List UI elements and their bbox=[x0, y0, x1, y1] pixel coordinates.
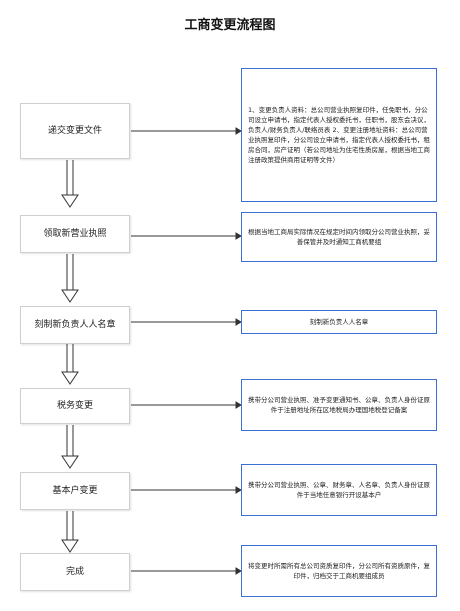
note-submit-documents: 1、变更负责人资料：总公司营业执照复印件，任免职书，分公司设立申请书，指定代表人… bbox=[241, 68, 437, 202]
note-bank-account-change: 携带分公司营业执照、公章、财务章、人名章、负责人身份证原件于当地任意银行开设基本… bbox=[241, 464, 437, 516]
note-tax-change: 携带分公司营业执照、准予变更通知书、公章、负责人身份证原件于注册地址所在区地税局… bbox=[241, 379, 437, 431]
step-tax-change: 税务变更 bbox=[20, 388, 130, 424]
note-complete: 将变更时所需所有总公司资质复印件，分公司所有资质原件，复印件，归档交于工商机要组… bbox=[241, 545, 437, 597]
flow-arrow bbox=[61, 160, 79, 208]
step-carve-seal: 刻制新负责人人名章 bbox=[20, 306, 130, 344]
step-bank-account-change: 基本户变更 bbox=[20, 472, 130, 510]
page-title: 工商变更流程图 bbox=[184, 18, 276, 33]
note-get-license: 根据当地工商局实际情况在规定时间内领取分公司营业执照，妥善保管并及时通知工商机要… bbox=[241, 212, 437, 262]
note-carve-seal: 刻制新负责人人名章 bbox=[241, 310, 437, 334]
flow-arrow bbox=[61, 425, 79, 469]
flow-arrow bbox=[61, 344, 79, 385]
step-complete: 完成 bbox=[20, 553, 130, 591]
step-get-license: 领取新营业执照 bbox=[20, 215, 130, 253]
step-submit-documents: 递交变更文件 bbox=[20, 103, 130, 159]
flow-arrow bbox=[61, 511, 79, 553]
flow-arrow bbox=[61, 254, 79, 303]
